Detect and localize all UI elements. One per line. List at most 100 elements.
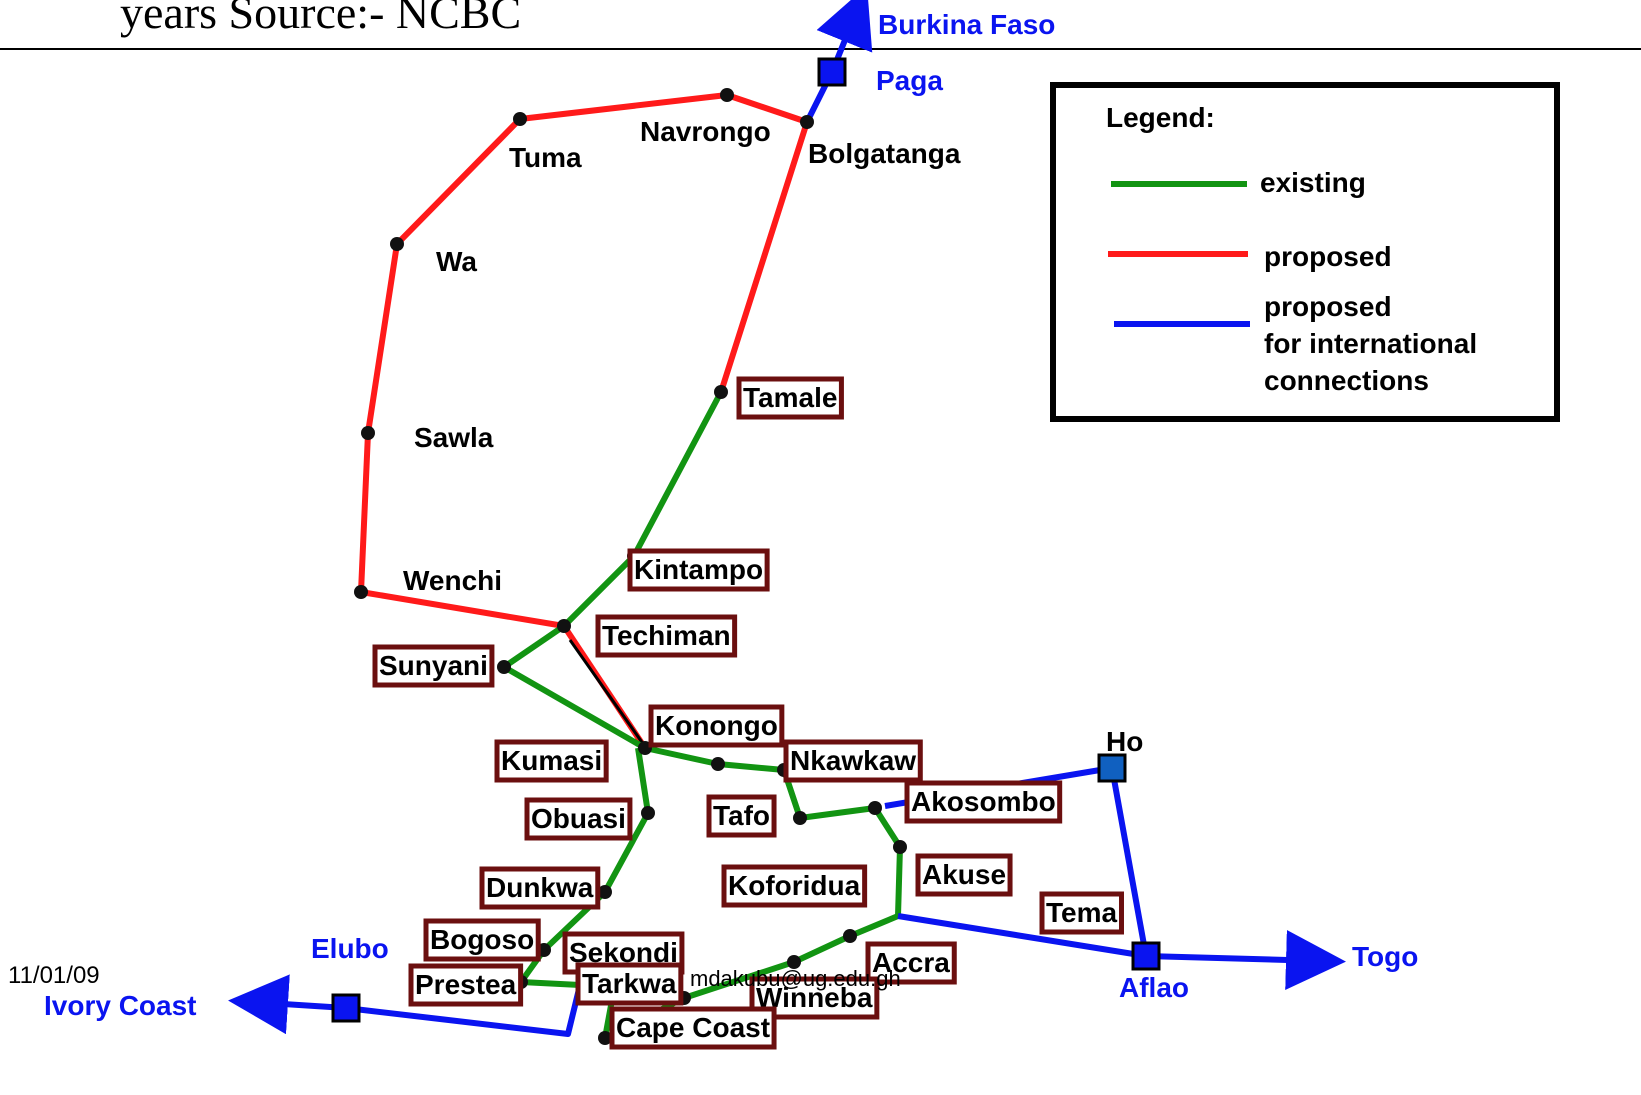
substation-dot (598, 885, 612, 899)
town-name: Akuse (922, 859, 1006, 890)
town-label-bogoso: Bogoso (423, 918, 541, 962)
footer-date: 11/01/09 (8, 962, 100, 989)
town-label-koforidua: Koforidua (721, 864, 868, 908)
substation-dot (598, 1031, 612, 1045)
town-label-box (904, 780, 1063, 824)
town-label-akosombo: Akosombo (904, 780, 1063, 824)
town-name: Dunkwa (486, 872, 594, 903)
legend-international-line (1114, 321, 1250, 327)
town-label-box (408, 963, 524, 1007)
town-label-kumasi: Kumasi (494, 739, 609, 783)
intl-label-paga: Paga (876, 65, 943, 96)
town-name: Sunyani (379, 650, 488, 681)
town-name: Tema (1046, 897, 1117, 928)
town-name: Wa (436, 246, 477, 277)
town-label-dunkwa: Dunkwa (479, 866, 601, 910)
town-label-box (524, 797, 633, 841)
legend-proposed-line (1108, 251, 1248, 257)
substation-dot (893, 840, 907, 854)
town-label-wa: Wa (436, 246, 477, 277)
town-name: Sawla (414, 422, 494, 453)
town-label-obuasi: Obuasi (524, 797, 633, 841)
town-name: Accra (872, 947, 950, 978)
substation-dot (361, 426, 375, 440)
substation-dot (843, 929, 857, 943)
town-label-tuma: Tuma (509, 142, 582, 173)
intl-label-elubo: Elubo (311, 933, 389, 964)
town-name: Tarkwa (582, 968, 677, 999)
town-name: Kintampo (634, 554, 763, 585)
substation-dot (641, 806, 655, 820)
town-name: Konongo (655, 710, 778, 741)
town-name: Techiman (602, 620, 731, 651)
town-label-accra: Accra (865, 941, 957, 985)
town-label-wenchi: Wenchi (403, 565, 502, 596)
intl-label-togo: Togo (1352, 941, 1418, 972)
substation-dot (711, 757, 725, 771)
intl-label-burkina-faso: Burkina Faso (878, 9, 1055, 40)
town-label-tamale: Tamale (736, 376, 844, 420)
existing-southern-loop (518, 745, 903, 1041)
town-label-box (783, 739, 923, 783)
town-label-kintampo: Kintampo (627, 548, 770, 592)
town-label-bolgatanga: Bolgatanga (808, 138, 961, 169)
paga-border-node (817, 57, 847, 87)
town-name: Tuma (509, 142, 582, 173)
legend-box: Legend: existing proposed proposed for i… (1050, 82, 1560, 422)
town-label-box (627, 548, 770, 592)
substation-dot (720, 88, 734, 102)
substation-dot (787, 955, 801, 969)
town-label-box (494, 739, 609, 783)
town-name: Prestea (415, 969, 517, 1000)
substation-dot (354, 585, 368, 599)
legend-existing-line (1111, 181, 1247, 187)
legend-title: Legend: (1106, 102, 1215, 133)
town-name: Koforidua (728, 870, 861, 901)
aflao-border-node (1131, 941, 1161, 971)
town-label-winneba: Winneba (749, 976, 880, 1020)
town-name: Bolgatanga (808, 138, 961, 169)
legend-proposed-label: proposed (1264, 241, 1392, 272)
town-name: Obuasi (531, 803, 626, 834)
town-label-box (749, 976, 880, 1020)
town-name: Cape Coast (616, 1012, 770, 1043)
substation-dot (557, 619, 571, 633)
substation-dot (793, 811, 807, 825)
town-label-box (1039, 891, 1124, 935)
town-label-box (915, 853, 1013, 897)
town-name: Bogoso (430, 924, 534, 955)
town-label-navrongo: Navrongo (640, 116, 771, 147)
intl-tema-aflao (897, 913, 1147, 959)
town-label-nkawkaw: Nkawkaw (783, 739, 923, 783)
town-name: Nkawkaw (790, 745, 916, 776)
intl-ivory-coast (228, 974, 583, 1037)
header-text: years Source:- NCBC (120, 0, 522, 38)
town-label-box (721, 864, 868, 908)
legend-international-label: proposed for international connections (1264, 291, 1478, 396)
substation-dot (714, 385, 728, 399)
town-name: Ho (1106, 726, 1143, 757)
town-label-box (595, 614, 738, 658)
town-label-box (609, 1006, 777, 1050)
intl-label-ivory-coast: Ivory Coast (44, 990, 197, 1021)
proposed-techiman-kumasi-edge (568, 639, 648, 749)
town-label-cape-coast: Cape Coast (609, 1006, 777, 1050)
town-label-konongo: Konongo (648, 704, 785, 748)
town-label-sawla: Sawla (414, 422, 494, 453)
town-name: Wenchi (403, 565, 502, 596)
town-name: Kumasi (501, 745, 602, 776)
elubo-border-node (331, 993, 361, 1023)
town-label-box (865, 941, 957, 985)
town-label-tafo: Tafo (706, 794, 777, 838)
substation-dot (497, 660, 511, 674)
town-name: Akosombo (911, 786, 1056, 817)
substation-dot (868, 801, 882, 815)
town-label-box (736, 376, 844, 420)
ho-node (1097, 753, 1127, 783)
legend-existing-label: existing (1260, 167, 1366, 198)
town-label-box (706, 794, 777, 838)
substation-dot (390, 237, 404, 251)
